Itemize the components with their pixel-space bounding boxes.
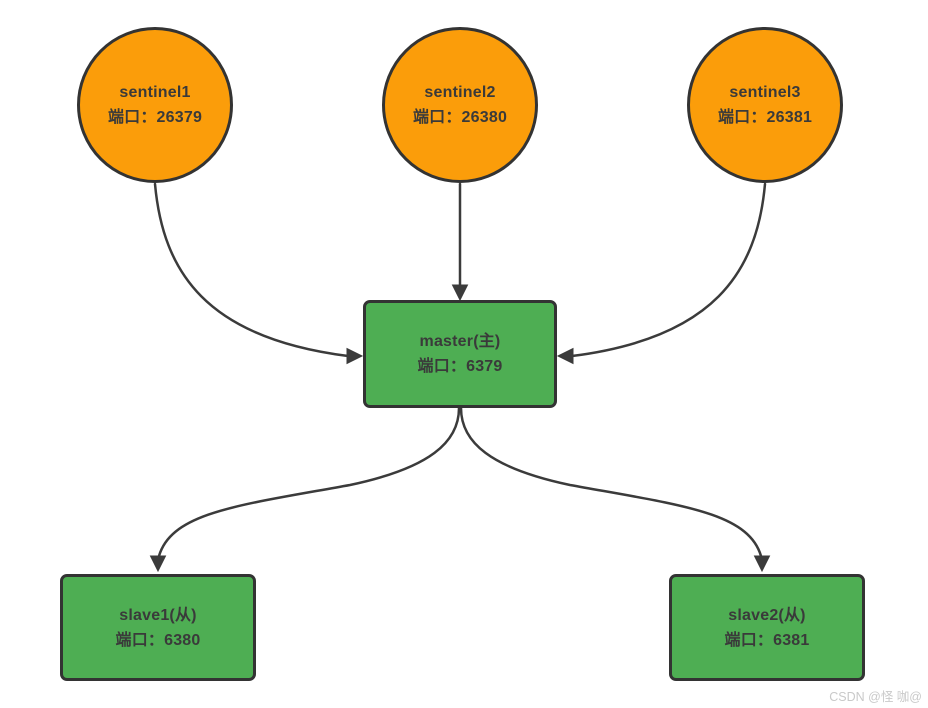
edge-master-slave2: [459, 406, 763, 558]
node-slave1-port: 端口：6380: [115, 631, 201, 649]
edge-sentinel1-master: [153, 182, 350, 358]
arrowhead-sentinel3-master: [556, 347, 574, 365]
node-slave2-label: slave2(从): [728, 606, 806, 624]
node-sentinel2-port: 端口：26380: [412, 109, 508, 126]
node-master: master(主) 端口：6379: [363, 300, 557, 408]
arrowhead-master-slave2: [753, 555, 771, 573]
node-master-port: 端口：6379: [417, 358, 503, 375]
arrowhead-sentinel2-master: [451, 284, 469, 302]
edge-master-slave1: [157, 406, 461, 558]
node-sentinel1-port: 端口：26379: [107, 109, 203, 126]
node-slave2-port: 端口：6381: [724, 631, 810, 649]
node-sentinel2: sentinel2 端口：26380: [382, 27, 538, 183]
node-slave1-label: slave1(从): [119, 606, 197, 624]
node-sentinel2-label: sentinel2: [424, 84, 496, 101]
node-slave1: slave1(从) 端口：6380: [60, 574, 256, 681]
node-slave2: slave2(从) 端口：6381: [669, 574, 865, 681]
node-sentinel1: sentinel1 端口：26379: [77, 27, 233, 183]
node-master-label: master(主): [419, 333, 501, 350]
csdn-watermark: CSDN @怪 咖@: [829, 690, 922, 704]
node-sentinel3: sentinel3 端口：26381: [687, 27, 843, 183]
edge-sentinel3-master: [570, 182, 767, 358]
arrowhead-sentinel1-master: [346, 347, 364, 365]
arrowhead-master-slave1: [149, 555, 167, 573]
node-sentinel3-port: 端口：26381: [717, 109, 813, 126]
node-sentinel3-label: sentinel3: [729, 84, 801, 101]
node-sentinel1-label: sentinel1: [119, 84, 191, 101]
